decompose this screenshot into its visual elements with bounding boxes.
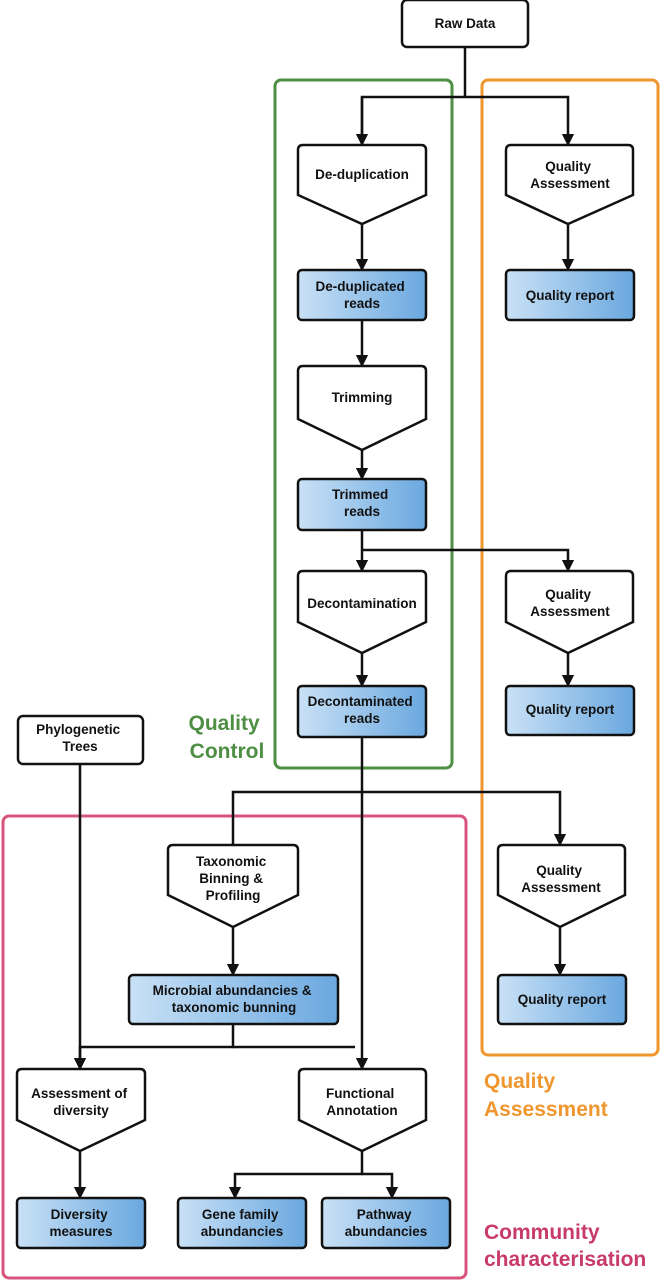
edge-to-taxo bbox=[231, 790, 567, 847]
phylogenetic-trees-node bbox=[16, 714, 145, 766]
qa1-label: Quality Assessment bbox=[530, 159, 610, 191]
quality-report-1-node bbox=[504, 268, 636, 322]
trimmed-reads-label: Trimmed reads bbox=[332, 487, 392, 519]
trimming-label: Trimming bbox=[332, 390, 393, 405]
raw-data-node bbox=[400, 0, 530, 49]
edge-to-qa2 bbox=[362, 548, 575, 573]
pathway-node bbox=[320, 1196, 452, 1250]
edge-functional-pathway bbox=[362, 1172, 399, 1200]
diversity-assessment-label: Assessment of diversity bbox=[31, 1086, 131, 1118]
decontam-reads-node bbox=[296, 684, 428, 739]
qa2-process-node bbox=[504, 569, 635, 655]
dedup-reads-node bbox=[296, 268, 428, 322]
decontam-reads-label: Decontaminated reads bbox=[308, 694, 417, 726]
edge-functional-split bbox=[228, 1151, 364, 1200]
quality-report-2-node bbox=[504, 684, 636, 737]
community-characterisation-group bbox=[1, 814, 468, 1280]
microbial-abundancies-label: Microbial abundancies & taxonomic bunnin… bbox=[153, 983, 316, 1015]
functional-annotation-label: Functional Annotation bbox=[326, 1086, 398, 1118]
qa2-label: Quality Assessment bbox=[530, 587, 610, 619]
edge-to-dedup bbox=[360, 95, 575, 147]
phylogenetic-trees-label: Phylogenetic Trees bbox=[36, 722, 124, 754]
quality-assessment-label: Quality Assessment bbox=[484, 1070, 608, 1121]
diversity-measures-label: Diversity measures bbox=[49, 1207, 112, 1239]
quality-control-group bbox=[273, 78, 454, 770]
quality-assessment-group bbox=[480, 78, 660, 1057]
qr1-label: Quality report bbox=[526, 288, 615, 303]
trimmed-reads-node bbox=[296, 477, 428, 532]
trimming-process-node bbox=[296, 364, 428, 452]
dedup-process-node bbox=[296, 143, 428, 226]
edge-microbial-split bbox=[73, 1024, 235, 1071]
taxonomic-label: Taxonomic Binning & Profiling bbox=[196, 854, 270, 903]
decontamination-label: Decontamination bbox=[307, 596, 417, 611]
edges bbox=[73, 47, 575, 1200]
raw-data-label: Raw Data bbox=[435, 16, 496, 31]
pathway-label: Pathway abundancies bbox=[345, 1207, 428, 1239]
qr2-label: Quality report bbox=[526, 702, 615, 717]
quality-control-label: Quality Control bbox=[188, 712, 265, 763]
qa3-process-node bbox=[496, 843, 627, 929]
diversity-measures-node bbox=[15, 1196, 147, 1250]
gene-family-node bbox=[176, 1196, 308, 1250]
functional-annotation-process-node bbox=[297, 1067, 428, 1153]
quality-report-3-node bbox=[496, 973, 628, 1026]
decontamination-process-node bbox=[296, 569, 428, 655]
gene-family-label: Gene family abundancies bbox=[201, 1207, 284, 1239]
microbial-abundancies-node bbox=[127, 973, 340, 1026]
qr3-label: Quality report bbox=[518, 992, 607, 1007]
dedup-label: De-duplication bbox=[315, 167, 409, 182]
dedup-reads-label: De-duplicated reads bbox=[315, 279, 408, 311]
diversity-assessment-process-node bbox=[15, 1067, 147, 1153]
qa1-process-node bbox=[504, 143, 635, 226]
community-characterisation-label: Community characterisation bbox=[484, 1221, 646, 1271]
taxonomic-process-node bbox=[166, 843, 300, 929]
qa3-label: Quality Assessment bbox=[521, 863, 601, 895]
